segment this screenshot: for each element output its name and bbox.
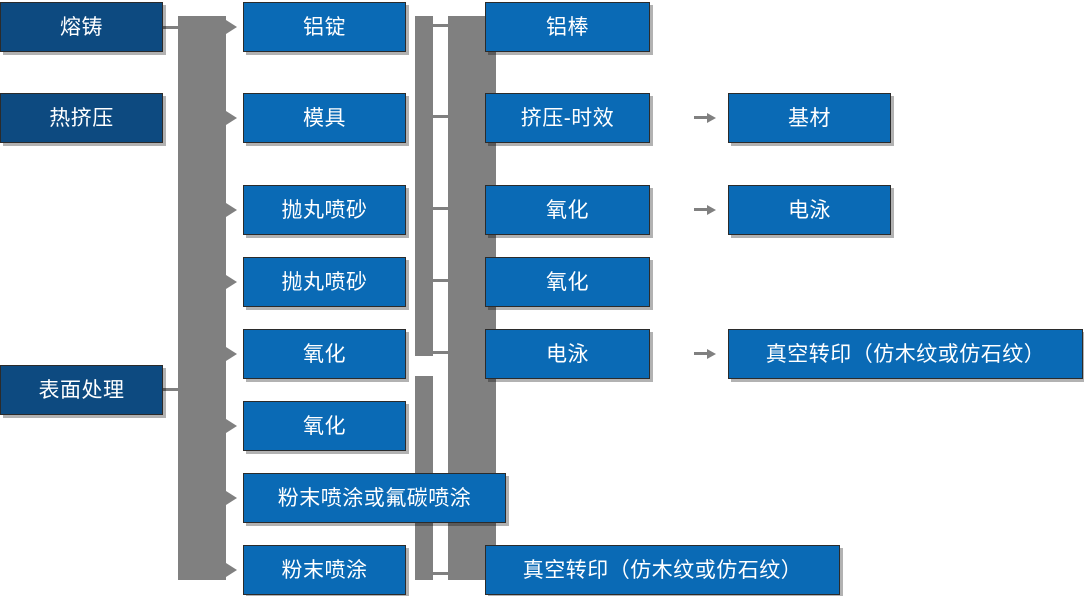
arrow-to-mold	[226, 111, 237, 125]
arrow-to-oxidize2	[226, 419, 237, 433]
sub-bar-label: 铝棒	[546, 15, 589, 39]
stage-surface-label: 表面处理	[38, 378, 125, 402]
stub-to-electro	[694, 208, 708, 211]
proc-shotblast1-label: 抛丸喷砂	[281, 198, 368, 222]
proc-ingot-label: 铝锭	[303, 15, 346, 39]
sub-extrude-label: 挤压-时效	[520, 106, 615, 130]
stage-extrusion-label: 热挤压	[49, 106, 114, 130]
out-electro[interactable]: 电泳	[728, 185, 891, 235]
arrow-to-oxidize1	[226, 347, 237, 361]
out-vacuum-label: 真空转印（仿木纹或仿石纹）	[765, 342, 1046, 366]
tie-midbar-row3	[433, 207, 449, 210]
proc-ingot[interactable]: 铝锭	[243, 2, 406, 52]
out-substrate[interactable]: 基材	[728, 93, 891, 143]
out-electro-label: 电泳	[788, 198, 831, 222]
arrow-to-substrate	[707, 113, 716, 123]
proc-shotblast1[interactable]: 抛丸喷砂	[243, 185, 406, 235]
proc-powder[interactable]: 粉末喷涂	[243, 545, 406, 595]
sub-oxidize2[interactable]: 氧化	[485, 257, 650, 307]
stage-melting-label: 熔铸	[60, 15, 103, 39]
sub-oxidize1-label: 氧化	[546, 198, 589, 222]
sub-bar[interactable]: 铝棒	[485, 2, 650, 52]
stub-to-substrate	[694, 116, 708, 119]
tick-left-band-lower	[178, 335, 181, 345]
sub-vacuum-label: 真空转印（仿木纹或仿石纹）	[522, 558, 803, 582]
proc-oxidize2-label: 氧化	[303, 414, 346, 438]
out-substrate-label: 基材	[788, 106, 831, 130]
arrow-to-shotblast1	[226, 203, 237, 217]
stub-surface-to-band	[163, 388, 185, 391]
left-connector-band	[178, 16, 226, 580]
tie-midbar-row5	[433, 351, 449, 354]
proc-powder-f[interactable]: 粉末喷涂或氟碳喷涂	[243, 473, 506, 523]
proc-powder-label: 粉末喷涂	[281, 558, 368, 582]
stub-melting-to-band	[163, 26, 183, 29]
proc-oxidize1-label: 氧化	[303, 342, 346, 366]
arrow-to-shotblast2	[226, 275, 237, 289]
sub-electro-label: 电泳	[546, 342, 589, 366]
tick-left-band-upper	[178, 72, 181, 82]
tie-midbar-row1	[433, 24, 449, 27]
arrow-to-ingot	[226, 20, 237, 34]
stub-to-vacuum	[694, 352, 708, 355]
arrow-to-electro	[707, 205, 716, 215]
stage-melting[interactable]: 熔铸	[0, 2, 163, 52]
stage-extrusion[interactable]: 热挤压	[0, 93, 163, 143]
proc-mold-label: 模具	[303, 106, 346, 130]
proc-shotblast2[interactable]: 抛丸喷砂	[243, 257, 406, 307]
tie-midbar-row4	[433, 279, 449, 282]
sub-oxidize2-label: 氧化	[546, 270, 589, 294]
proc-powder-f-label: 粉末喷涂或氟碳喷涂	[277, 486, 472, 510]
proc-shotblast2-label: 抛丸喷砂	[281, 270, 368, 294]
arrow-to-vacuum	[707, 349, 716, 359]
mid-connector-bar-upper	[415, 16, 433, 356]
stage-surface[interactable]: 表面处理	[0, 365, 163, 415]
tie-midbar-row6	[433, 572, 449, 575]
sub-vacuum[interactable]: 真空转印（仿木纹或仿石纹）	[485, 545, 840, 595]
proc-oxidize1[interactable]: 氧化	[243, 329, 406, 379]
proc-mold[interactable]: 模具	[243, 93, 406, 143]
sub-oxidize1[interactable]: 氧化	[485, 185, 650, 235]
out-vacuum[interactable]: 真空转印（仿木纹或仿石纹）	[728, 329, 1083, 379]
arrow-to-powder	[226, 563, 237, 577]
arrow-to-powder-f	[226, 491, 237, 505]
tie-midbar-row2	[433, 115, 449, 118]
sub-electro[interactable]: 电泳	[485, 329, 650, 379]
sub-extrude[interactable]: 挤压-时效	[485, 93, 650, 143]
proc-oxidize2[interactable]: 氧化	[243, 401, 406, 451]
